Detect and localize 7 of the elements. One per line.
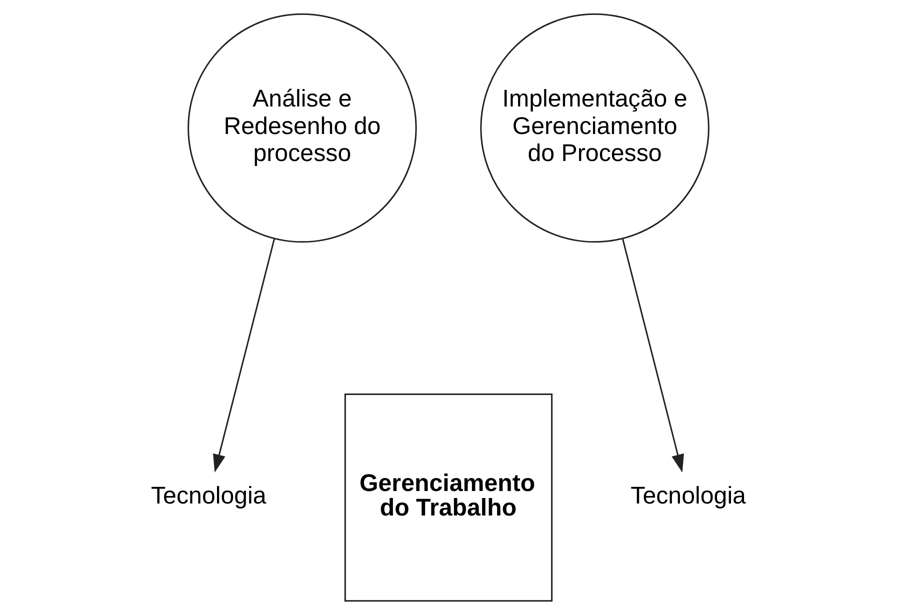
node-text: Tecnologia (630, 482, 746, 510)
node-circle: Análise e Redesenho do processo (188, 13, 417, 243)
node-circle: Implementação e Gerenciamento do Processo (480, 13, 710, 243)
arrow (622, 238, 684, 472)
arrow (213, 238, 276, 472)
node-box: Gerenciamento do Trabalho (344, 393, 553, 602)
node-text: Tecnologia (151, 482, 266, 510)
